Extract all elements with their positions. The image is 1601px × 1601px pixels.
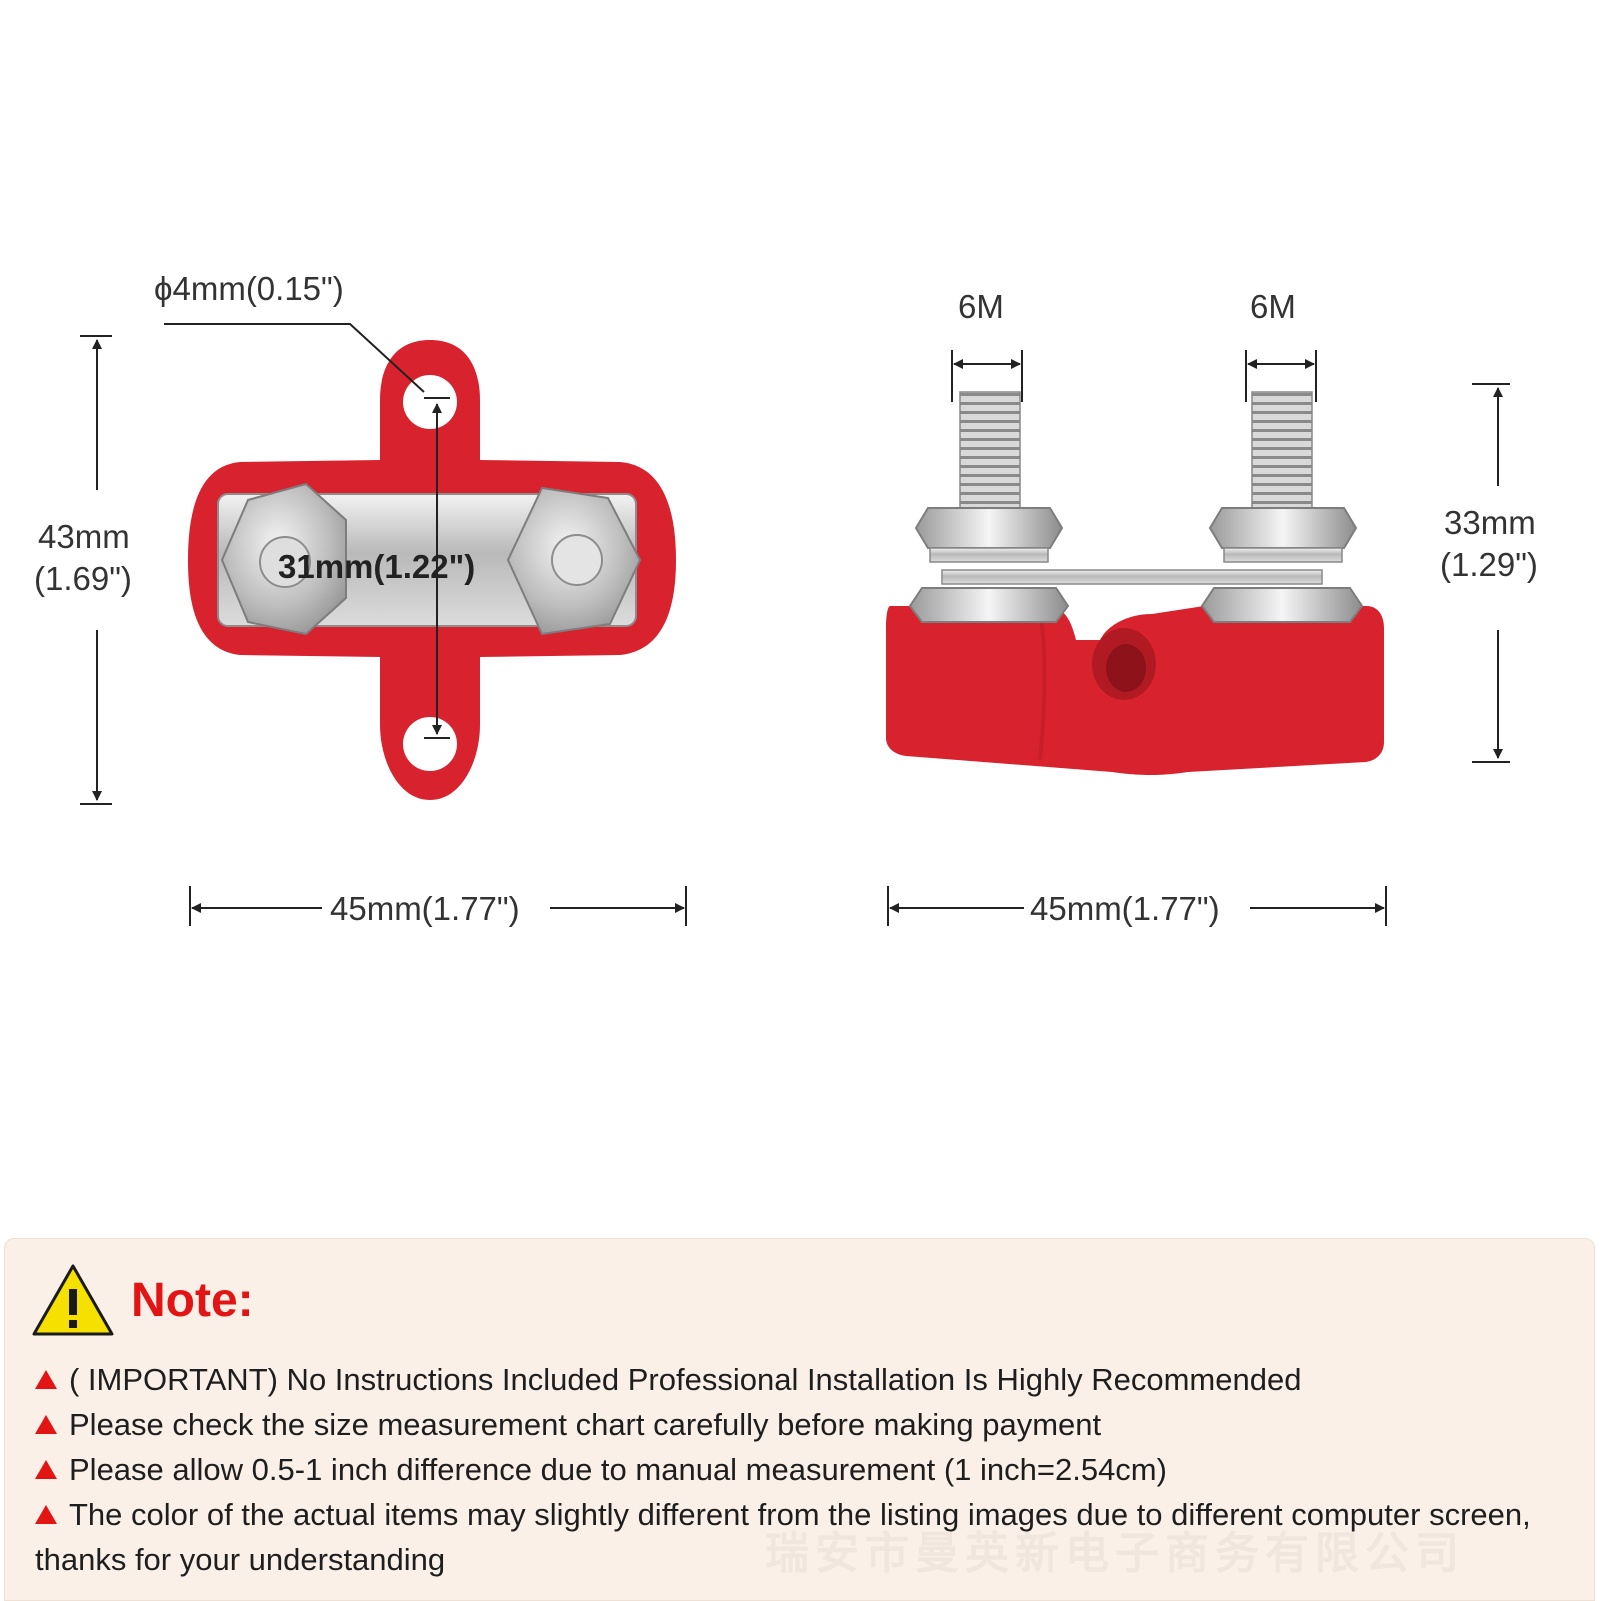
red-triangle-bullet-icon — [35, 1415, 57, 1434]
list-item: The color of the actual items may slight… — [35, 1492, 1570, 1582]
stud-threads-right — [1251, 391, 1313, 521]
hole-diameter-leader — [164, 323, 425, 393]
stud-size-left-label: 6M — [958, 288, 1004, 325]
height-in-label: (1.69") — [34, 560, 132, 597]
red-triangle-bullet-icon — [35, 1460, 57, 1479]
nut-upper-left — [914, 507, 1064, 549]
hole-diameter-label: ϕ4mm(0.15") — [154, 270, 344, 307]
stud-size-right-label: 6M — [1250, 288, 1296, 325]
list-item: ( IMPORTANT) No Instructions Included Pr… — [35, 1357, 1574, 1402]
stud-end-right — [551, 534, 603, 586]
mounting-hole-top — [403, 375, 457, 429]
note-panel: 瑞安市曼英新电子商务有限公司 Note: ( IMPORTANT) No Ins… — [4, 1238, 1595, 1601]
stud-spacing-label: 31mm(1.22") — [278, 548, 475, 585]
stud-end-left — [259, 536, 311, 588]
nut-lower-right — [1200, 587, 1364, 623]
washer-left — [929, 547, 1049, 563]
list-item: Please check the size measurement chart … — [35, 1402, 1574, 1447]
note-text: Please allow 0.5-1 inch difference due t… — [69, 1452, 1167, 1487]
side-hole-inner — [1106, 644, 1146, 692]
note-text: Please check the size measurement chart … — [69, 1407, 1102, 1442]
top-view: ϕ4mm(0.15") 31mm(1.22") 43mm (1.69") 45m… — [34, 270, 687, 927]
washer-right — [1223, 547, 1343, 563]
list-item: Please allow 0.5-1 inch difference due t… — [35, 1447, 1574, 1492]
width-left-label: 45mm(1.77") — [330, 890, 520, 927]
side-view: 6M 6M 33mm (1.29") 45mm(1.77") — [886, 288, 1538, 927]
side-height-mm-label: 33mm — [1444, 504, 1536, 541]
red-triangle-bullet-icon — [35, 1370, 57, 1389]
note-title: Note: — [131, 1273, 254, 1327]
width-right-label: 45mm(1.77") — [1030, 890, 1220, 927]
nut-lower-left — [908, 587, 1070, 623]
red-triangle-bullet-icon — [35, 1505, 57, 1524]
side-height-in-label: (1.29") — [1440, 546, 1538, 583]
warning-triangle-icon — [32, 1264, 114, 1336]
watermark: 瑞安市曼英新电子商务有限公司 — [765, 1529, 1465, 1578]
stud-threads-left — [959, 391, 1021, 521]
note-text: The color of the actual items may slight… — [35, 1497, 1531, 1577]
mounting-hole-bottom — [403, 717, 457, 771]
bus-bar-side — [941, 569, 1323, 585]
height-mm-label: 43mm — [38, 518, 130, 555]
housing-shadow — [1038, 615, 1047, 761]
note-list: ( IMPORTANT) No Instructions Included Pr… — [35, 1357, 1574, 1582]
note-heading: Note: — [31, 1261, 254, 1339]
nut-upper-right — [1208, 507, 1358, 549]
note-text: ( IMPORTANT) No Instructions Included Pr… — [69, 1362, 1302, 1397]
